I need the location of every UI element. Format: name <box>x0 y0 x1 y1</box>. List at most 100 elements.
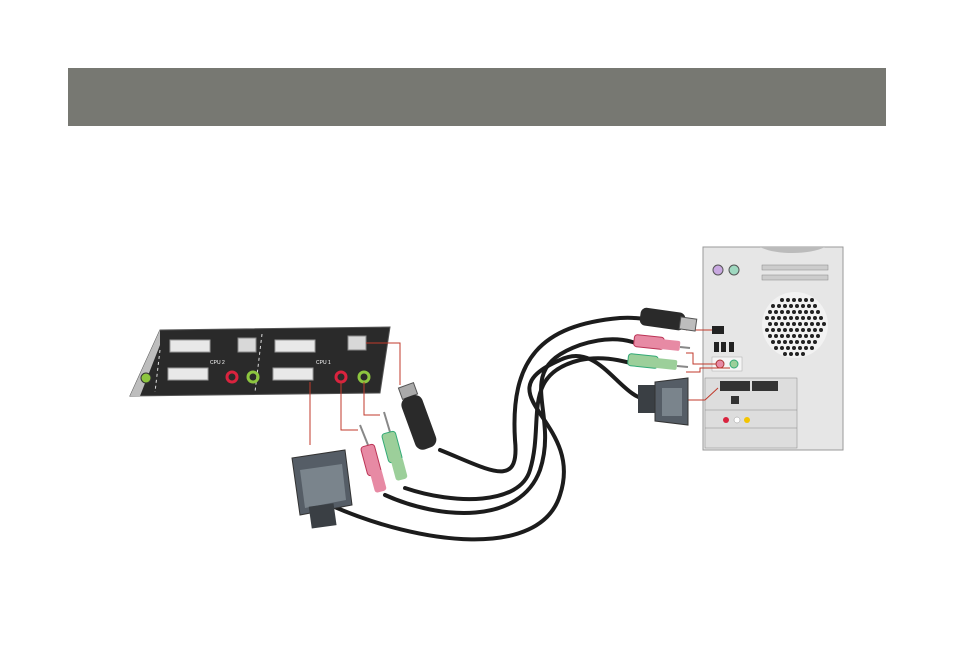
fan-hole <box>810 334 814 338</box>
fan-hole <box>798 334 802 338</box>
usb-plug-pc-end <box>639 307 697 331</box>
port-label-cpu1: CPU 1 <box>316 360 331 366</box>
fan-hole <box>789 316 793 320</box>
fan-hole <box>804 322 808 326</box>
fan-hole <box>795 340 799 344</box>
fan-hole <box>795 316 799 320</box>
fan-hole <box>798 346 802 350</box>
fan-hole <box>813 304 817 308</box>
fan-hole <box>813 316 817 320</box>
usb-plug-kvm-end <box>398 383 438 452</box>
dvi-port-icon <box>720 381 750 391</box>
fan-hole <box>777 340 781 344</box>
computer-tower <box>703 247 843 450</box>
fan-hole <box>780 346 784 350</box>
pc-side-plugs <box>627 307 696 425</box>
fan-hole <box>804 298 808 302</box>
rca-port-icon <box>744 417 750 423</box>
fan-hole <box>789 304 793 308</box>
fan-hole <box>768 310 772 314</box>
ps2-mouse-port-icon <box>713 265 723 275</box>
fan-hole <box>807 340 811 344</box>
audio-plug-green <box>381 412 408 481</box>
fan-hole <box>771 340 775 344</box>
fan-hole <box>792 334 796 338</box>
fan-hole <box>798 310 802 314</box>
expansion-card <box>705 378 797 448</box>
dvi-port-icon <box>273 368 313 380</box>
dvi-plug-kvm-end <box>292 450 352 529</box>
usb-b-port-icon <box>238 338 256 352</box>
audio-mic-port-icon <box>716 360 724 368</box>
fan-hole <box>777 304 781 308</box>
fan-hole <box>786 298 790 302</box>
fan-hole <box>786 310 790 314</box>
usb-port-icon <box>729 342 734 352</box>
dvi-plug-pc-end <box>638 378 688 425</box>
fan-hole <box>801 316 805 320</box>
fan-hole <box>792 310 796 314</box>
fan-hole <box>813 340 817 344</box>
fan-hole <box>771 304 775 308</box>
fan-hole <box>810 298 814 302</box>
fan-hole <box>774 322 778 326</box>
fan-hole <box>801 352 805 356</box>
fan-hole <box>810 310 814 314</box>
fan-hole <box>777 316 781 320</box>
fan-hole <box>810 346 814 350</box>
fan-hole <box>798 322 802 326</box>
fan-hole <box>774 346 778 350</box>
kvm-side-jack <box>141 373 151 383</box>
fan-hole <box>786 334 790 338</box>
fan-hole <box>798 298 802 302</box>
audio-plug-green-pc <box>627 353 688 370</box>
fan-hole <box>771 328 775 332</box>
fan-hole <box>801 304 805 308</box>
rca-port-icon <box>734 417 740 423</box>
fan-hole <box>771 316 775 320</box>
fan-hole <box>783 352 787 356</box>
kvm-switch: CPU 2 CPU 1 <box>130 327 390 396</box>
fan-hole <box>816 310 820 314</box>
fan-hole <box>780 310 784 314</box>
fan-hole <box>816 322 820 326</box>
usb-port-icon <box>721 342 726 352</box>
fan-hole <box>783 340 787 344</box>
audio-plug-pink-pc <box>633 334 690 351</box>
fan-hole <box>786 346 790 350</box>
fan-hole <box>768 334 772 338</box>
vent-slot <box>762 265 828 270</box>
fan-hole <box>810 322 814 326</box>
fan-hole <box>774 334 778 338</box>
fan-hole <box>801 328 805 332</box>
fan-hole <box>783 316 787 320</box>
fan-hole <box>819 328 823 332</box>
fan-hole <box>801 340 805 344</box>
fan-hole <box>816 334 820 338</box>
ps2-keyboard-port-icon <box>729 265 739 275</box>
fan-hole <box>795 304 799 308</box>
fan-hole <box>822 322 826 326</box>
audio-out-port-icon <box>730 360 738 368</box>
fan-hole <box>768 322 772 326</box>
fan-hole <box>795 352 799 356</box>
fan-hole <box>765 328 769 332</box>
fan-hole <box>783 304 787 308</box>
fan-hole <box>780 322 784 326</box>
fan-hole <box>783 328 787 332</box>
usb-port-icon <box>714 342 719 352</box>
dvi-port-icon <box>275 340 315 352</box>
fan-hole <box>792 346 796 350</box>
fan-hole <box>789 328 793 332</box>
fan-hole <box>795 328 799 332</box>
svideo-port-icon <box>731 396 739 404</box>
fan-hole <box>804 346 808 350</box>
fan-hole <box>819 316 823 320</box>
dvi-port-icon <box>168 368 208 380</box>
usb-port-icon <box>712 326 724 334</box>
fan-hole <box>780 298 784 302</box>
port-label-cpu2: CPU 2 <box>210 360 225 366</box>
fan-hole <box>807 316 811 320</box>
fan-hole <box>807 328 811 332</box>
